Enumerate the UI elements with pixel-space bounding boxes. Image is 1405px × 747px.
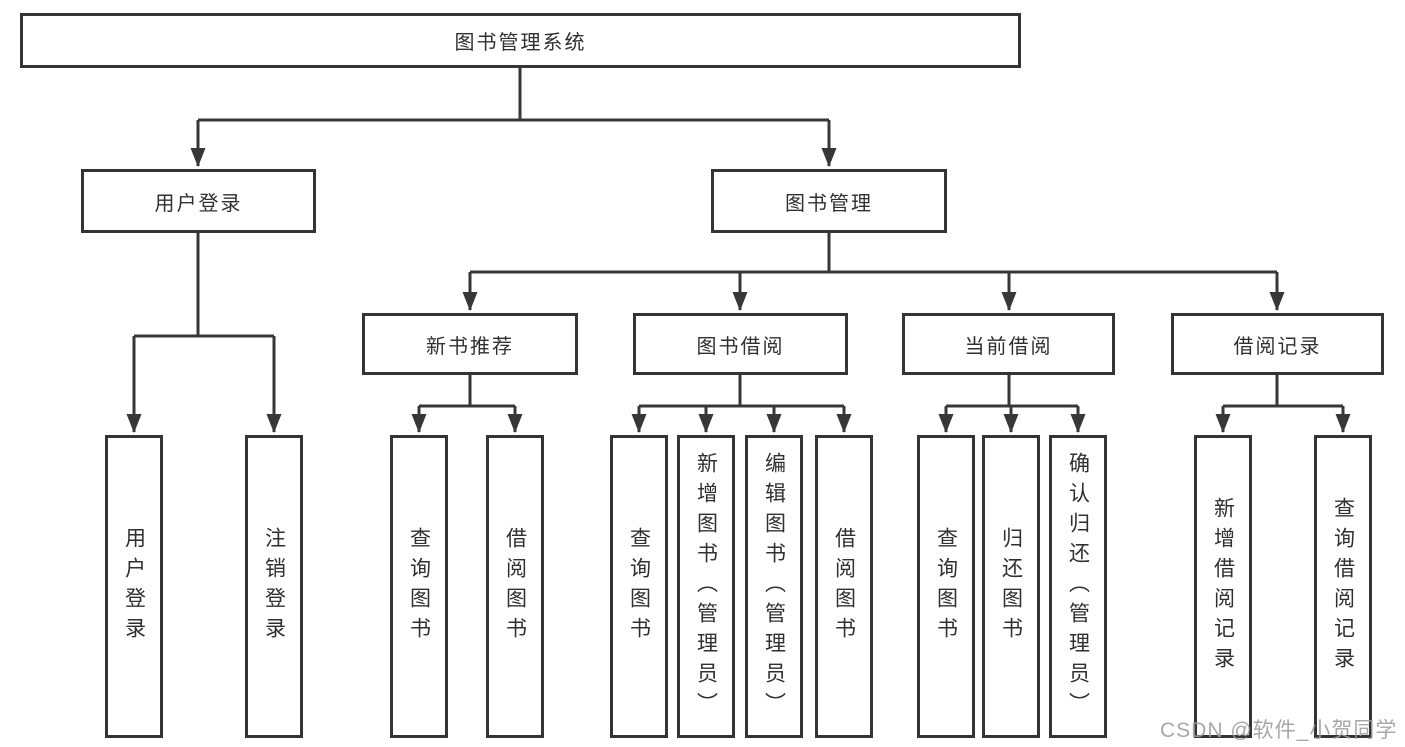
leaf-edit-books-admin: 编辑图书（管理员） <box>745 435 803 738</box>
node-borrowing-records: 借阅记录 <box>1171 313 1384 375</box>
leaf-user-login: 用户登录 <box>105 435 163 738</box>
leaf-add-borrow-record: 新增借阅记录 <box>1194 435 1252 738</box>
node-label: 借阅图书 <box>832 526 856 647</box>
node-label: 查询图书 <box>934 526 958 647</box>
node-label: 归还图书 <box>999 526 1023 647</box>
leaf-add-books-admin: 新增图书（管理员） <box>677 435 735 738</box>
node-label: 用户登录 <box>122 526 146 647</box>
node-label: 借阅记录 <box>1233 335 1322 358</box>
node-label: 用户登录 <box>154 192 243 215</box>
node-label: 注销登录 <box>262 526 286 647</box>
leaf-confirm-return-admin: 确认归还（管理员） <box>1049 435 1107 738</box>
node-label: 查询借阅记录 <box>1331 496 1355 677</box>
leaf-borrow-books: 借阅图书 <box>815 435 873 738</box>
node-label: 新增图书（管理员） <box>694 451 718 722</box>
leaf-return-books: 归还图书 <box>982 435 1040 738</box>
node-book-management: 图书管理 <box>711 169 947 233</box>
leaf-query-books-borrowing: 查询图书 <box>610 435 668 738</box>
node-library-management-system: 图书管理系统 <box>20 13 1021 68</box>
node-book-borrowing: 图书借阅 <box>633 313 848 375</box>
node-label: 编辑图书（管理员） <box>762 451 786 722</box>
node-label: 查询图书 <box>627 526 651 647</box>
node-label: 借阅图书 <box>503 526 527 647</box>
node-label: 图书管理系统 <box>454 32 587 54</box>
node-new-book-recommendation: 新书推荐 <box>362 313 578 375</box>
leaf-query-borrow-record: 查询借阅记录 <box>1314 435 1372 738</box>
node-current-borrowing: 当前借阅 <box>902 313 1115 375</box>
node-label: 图书管理 <box>785 192 873 215</box>
node-label: 确认归还（管理员） <box>1066 451 1090 722</box>
leaf-query-books-recommendation: 查询图书 <box>390 435 448 738</box>
node-label: 新书推荐 <box>426 335 514 358</box>
watermark: CSDN @软件_小贺同学 <box>1160 719 1398 742</box>
node-label: 当前借阅 <box>964 335 1053 358</box>
node-label: 查询图书 <box>407 526 431 647</box>
leaf-query-books-current: 查询图书 <box>917 435 975 738</box>
leaf-borrow-books-recommendation: 借阅图书 <box>486 435 544 738</box>
node-label: 图书借阅 <box>696 335 785 358</box>
node-label: 新增借阅记录 <box>1211 496 1235 677</box>
node-user-login: 用户登录 <box>81 169 316 233</box>
leaf-logout: 注销登录 <box>245 435 303 738</box>
